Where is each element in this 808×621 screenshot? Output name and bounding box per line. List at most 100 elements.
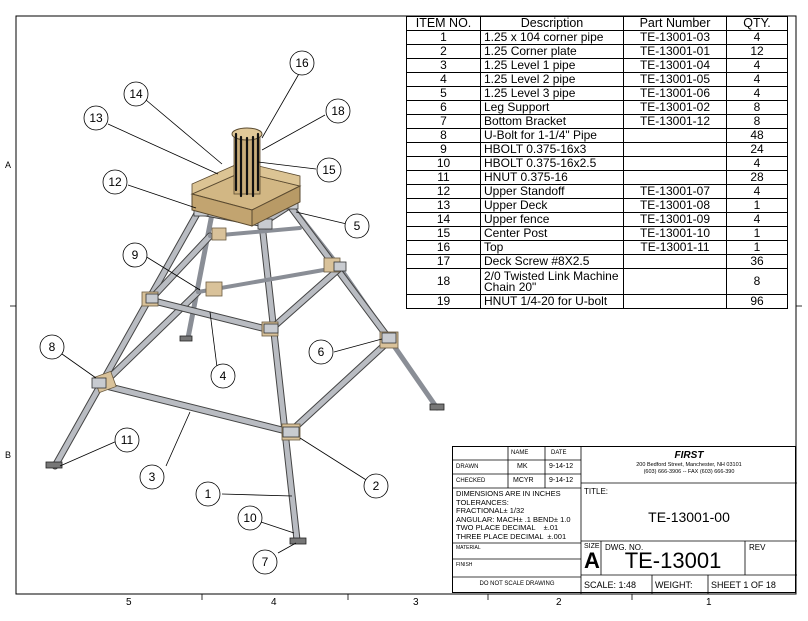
callout-4-label: 4 [220, 369, 227, 383]
tb-tol-line: DIMENSIONS ARE IN INCHES [456, 489, 561, 498]
tower-assembly [45, 127, 445, 545]
bom-description: Top [480, 240, 624, 255]
ruler-label-4: 4 [271, 597, 277, 608]
bom-item-no: 10 [406, 156, 481, 171]
bom-header-description: Description [480, 16, 624, 31]
callout-5 [344, 213, 370, 239]
bom-item-no: 1 [406, 30, 481, 45]
callout-18 [325, 98, 351, 124]
tb-tol-line: TOLERANCES: [456, 497, 509, 507]
bom-item-no: 3 [406, 58, 481, 73]
callout-18-label: 18 [331, 104, 345, 118]
bom-item-no: 2 [406, 44, 481, 59]
bom-qty: 8 [726, 114, 788, 129]
callout-14 [123, 81, 149, 107]
bom-description: HNUT 1/4-20 for U-bolt [480, 294, 624, 309]
ruler-label-1: 1 [706, 597, 712, 608]
tb-title-label: TITLE: [584, 487, 609, 496]
bom-qty: 96 [726, 294, 788, 309]
callout-7 [252, 549, 278, 575]
tb-no-scale: DO NOT SCALE DRAWING [479, 581, 555, 587]
bom-description: Deck Screw #8X2.5 [480, 254, 624, 269]
bom-item-no: 5 [406, 86, 481, 101]
bom-qty: 4 [726, 184, 788, 199]
callout-13-label: 13 [89, 111, 103, 125]
bom-item-no: 18 [406, 268, 481, 295]
callout-numbers: 16 18 14 13 15 12 5 9 4 6 8 11 3 2 1 10 … [49, 56, 380, 569]
bom-description: Center Post [480, 226, 624, 241]
bom-item-no: 6 [406, 100, 481, 115]
tb-checked-label: CHECKED [456, 478, 486, 484]
callout-15-label: 15 [322, 163, 336, 177]
bom-qty: 4 [726, 58, 788, 73]
bom-qty: 1 [726, 198, 788, 213]
bom-item-no: 4 [406, 72, 481, 87]
tb-tol-line: ANGULAR: MACH± .1 BEND± 1.0 [456, 514, 571, 524]
callout-7-label: 7 [262, 555, 269, 569]
bom-qty: 24 [726, 142, 788, 157]
tb-col-date: DATE [551, 450, 567, 456]
bom-item-no: 19 [406, 294, 481, 309]
callout-10 [237, 505, 263, 531]
callout-11 [114, 427, 140, 453]
tb-tol-line: FRACTIONAL± 1/32 [456, 506, 525, 515]
side-label-a: A [5, 160, 12, 170]
bom-qty: 48 [726, 128, 788, 143]
bom-description: 1.25 Level 3 pipe [480, 86, 624, 101]
bom-item-no: 15 [406, 226, 481, 241]
callout-4 [210, 363, 236, 389]
tb-dwg-value: TE-13001 [624, 548, 722, 573]
callout-6 [308, 339, 334, 365]
bom-item-no: 8 [406, 128, 481, 143]
tb-tolerances: DIMENSIONS ARE IN INCHES TOLERANCES: FRA… [456, 489, 571, 541]
bom-part-number [623, 128, 727, 143]
bom-description: HBOLT 0.375-16x3 [480, 142, 624, 157]
bottom-ruler [16, 593, 796, 600]
bom-part-number: TE-13001-12 [623, 114, 727, 129]
callout-1 [195, 481, 221, 507]
tb-drawn-name: MK [517, 463, 528, 470]
callout-2 [363, 473, 389, 499]
bom-qty: 8 [726, 268, 788, 295]
callout-8-label: 8 [49, 340, 56, 354]
bom-part-number [623, 170, 727, 185]
bom-part-number [623, 294, 727, 309]
bom-part-number [623, 142, 727, 157]
bom-description: HBOLT 0.375-16x2.5 [480, 156, 624, 171]
tb-dwg-label: DWG. NO. [605, 543, 644, 552]
callout-15 [316, 157, 342, 183]
bom-part-number: TE-13001-05 [623, 72, 727, 87]
bom-description: HNUT 0.375-16 [480, 170, 624, 185]
callout-9-label: 9 [132, 248, 139, 262]
tb-finish-label: FINISH [456, 562, 473, 568]
tb-checked-name: MCYR [513, 477, 534, 484]
bom-part-number: TE-13001-11 [623, 240, 727, 255]
tb-col-name: NAME [511, 450, 529, 456]
tb-address-1: 200 Bedford Street, Manchester, NH 03101 [636, 462, 742, 468]
tb-drawn-date: 9-14-12 [549, 463, 574, 470]
bom-item-no: 13 [406, 198, 481, 213]
bom-part-number: TE-13001-03 [623, 30, 727, 45]
bom-part-number: TE-13001-01 [623, 44, 727, 59]
bom-description: Upper fence [480, 212, 624, 227]
bom-qty: 1 [726, 240, 788, 255]
bom-item-no: 17 [406, 254, 481, 269]
bom-item-no: 12 [406, 184, 481, 199]
tb-weight: WEIGHT: [655, 580, 693, 590]
bom-part-number [623, 268, 727, 295]
callout-balloons [39, 50, 389, 575]
bottom-brackets [45, 335, 445, 545]
tb-scale: SCALE: 1:48 [584, 580, 637, 590]
callout-11-label: 11 [121, 433, 134, 447]
tb-checked-date: 9-14-12 [549, 477, 574, 484]
